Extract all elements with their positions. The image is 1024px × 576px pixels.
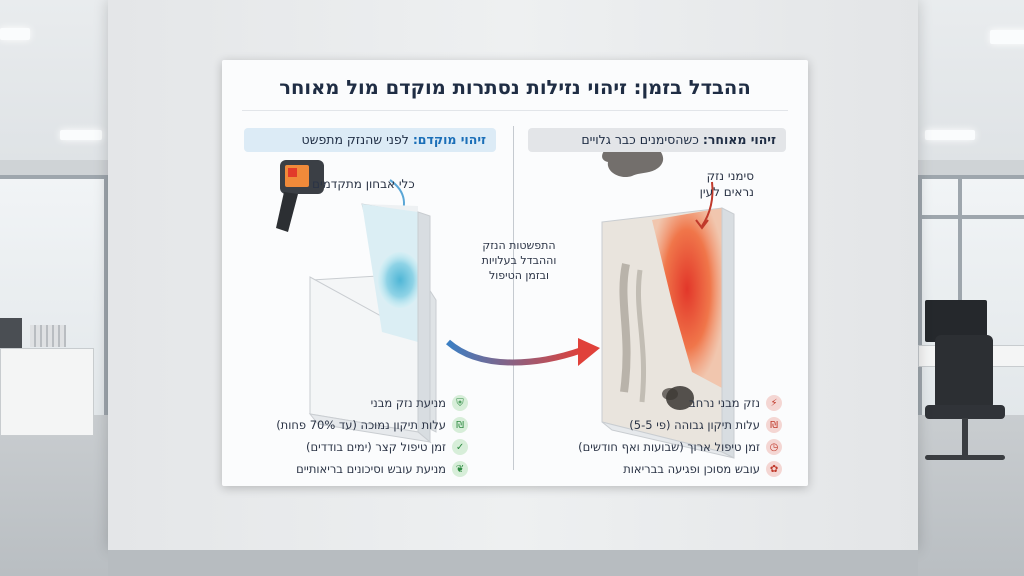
middle-caption-line-1: התפשטות הנזק (482, 239, 556, 252)
mold-icon: ✿ (766, 461, 782, 477)
savings-icon: ₪ (452, 417, 468, 433)
damaged-wall-section (601, 207, 735, 459)
thermal-camera-icon (276, 160, 324, 232)
early-callout-text: כלי אבחון מתקדמים (312, 177, 415, 191)
office-chair-post (962, 418, 968, 456)
list-item: ⛨מניעת נזק מבני (262, 392, 468, 414)
poster-title: ההבדל בזמן: זיהוי נזילות נסתרות מוקדם מו… (279, 76, 751, 99)
clean-wall-section (308, 203, 437, 444)
leaf-icon: ❦ (452, 461, 468, 477)
infographic-poster: ההבדל בזמן: זיהוי נזילות נסתרות מוקדם מו… (222, 60, 808, 486)
check-clock-icon: ✓ (452, 439, 468, 455)
office-chair-base (925, 455, 1005, 460)
column-divider (513, 126, 514, 470)
late-header-label: זיהוי מאוחר: (702, 132, 776, 147)
list-item: ₪עלות תיקון גבוהה (פי 5-5) (592, 414, 782, 436)
list-item: ◷זמן טיפול ארוך (שבועות ואף חודשים) (578, 436, 782, 458)
baseboard (108, 550, 918, 576)
middle-caption: התפשטות הנזק וההבדל בעלויות ובזמן הטיפול (454, 238, 584, 283)
binders (30, 325, 66, 347)
printer (0, 318, 22, 348)
ceiling-light (0, 28, 30, 40)
late-detection-header: זיהוי מאוחר: כשהסימנים כבר גלויים (528, 128, 786, 152)
list-item: ✓זמן טיפול קצר (ימים בודדים) (262, 436, 468, 458)
progression-arrow (446, 339, 583, 366)
late-callout-text: סימני נזק נראים לעין (674, 168, 754, 200)
title-divider (242, 110, 788, 111)
list-item: ✿עובש מסוכן ופגיעה בבריאות (592, 458, 782, 480)
office-chair-seat (925, 405, 1005, 419)
late-header-text: כשהסימנים כבר גלויים (581, 132, 703, 147)
late-callout-line-1: סימני נזק (706, 169, 754, 183)
clock-icon: ◷ (766, 439, 782, 455)
late-callout-arrow (701, 181, 714, 227)
early-benefits-list: ⛨מניעת נזק מבני ₪עלות תיקון נמוכה (עד 70… (262, 392, 468, 480)
early-header-text: לפני שהנזק מתפשט (301, 132, 413, 147)
ceiling-light (60, 130, 102, 140)
illustrations (276, 152, 735, 459)
early-detection-header: זיהוי מוקדם: לפני שהנזק מתפשט (244, 128, 496, 152)
late-consequences-list: ⚡נזק מבני נרחב ₪עלות תיקון גבוהה (פי 5-5… (578, 392, 782, 480)
list-item: ⚡נזק מבני נרחב (592, 392, 782, 414)
cost-high-icon: ₪ (766, 417, 782, 433)
office-desk (0, 348, 94, 436)
shield-icon: ⛨ (452, 395, 468, 411)
list-item: ❦מניעת עובש וסיכונים בריאותיים (262, 458, 468, 480)
ceiling-light (925, 130, 975, 140)
structure-damage-icon: ⚡ (766, 395, 782, 411)
list-item: ₪עלות תיקון נמוכה (עד 70% פחות) (262, 414, 468, 436)
middle-caption-line-2: וההבדל בעלויות (481, 254, 557, 267)
office-chair (935, 335, 993, 410)
middle-caption-line-3: ובזמן הטיפול (488, 269, 550, 282)
late-callout-line-2: נראים לעין (699, 185, 754, 199)
early-header-label: זיהוי מוקדם: (412, 132, 486, 147)
mold-stain-icon (602, 152, 664, 177)
ceiling-light (990, 30, 1024, 44)
